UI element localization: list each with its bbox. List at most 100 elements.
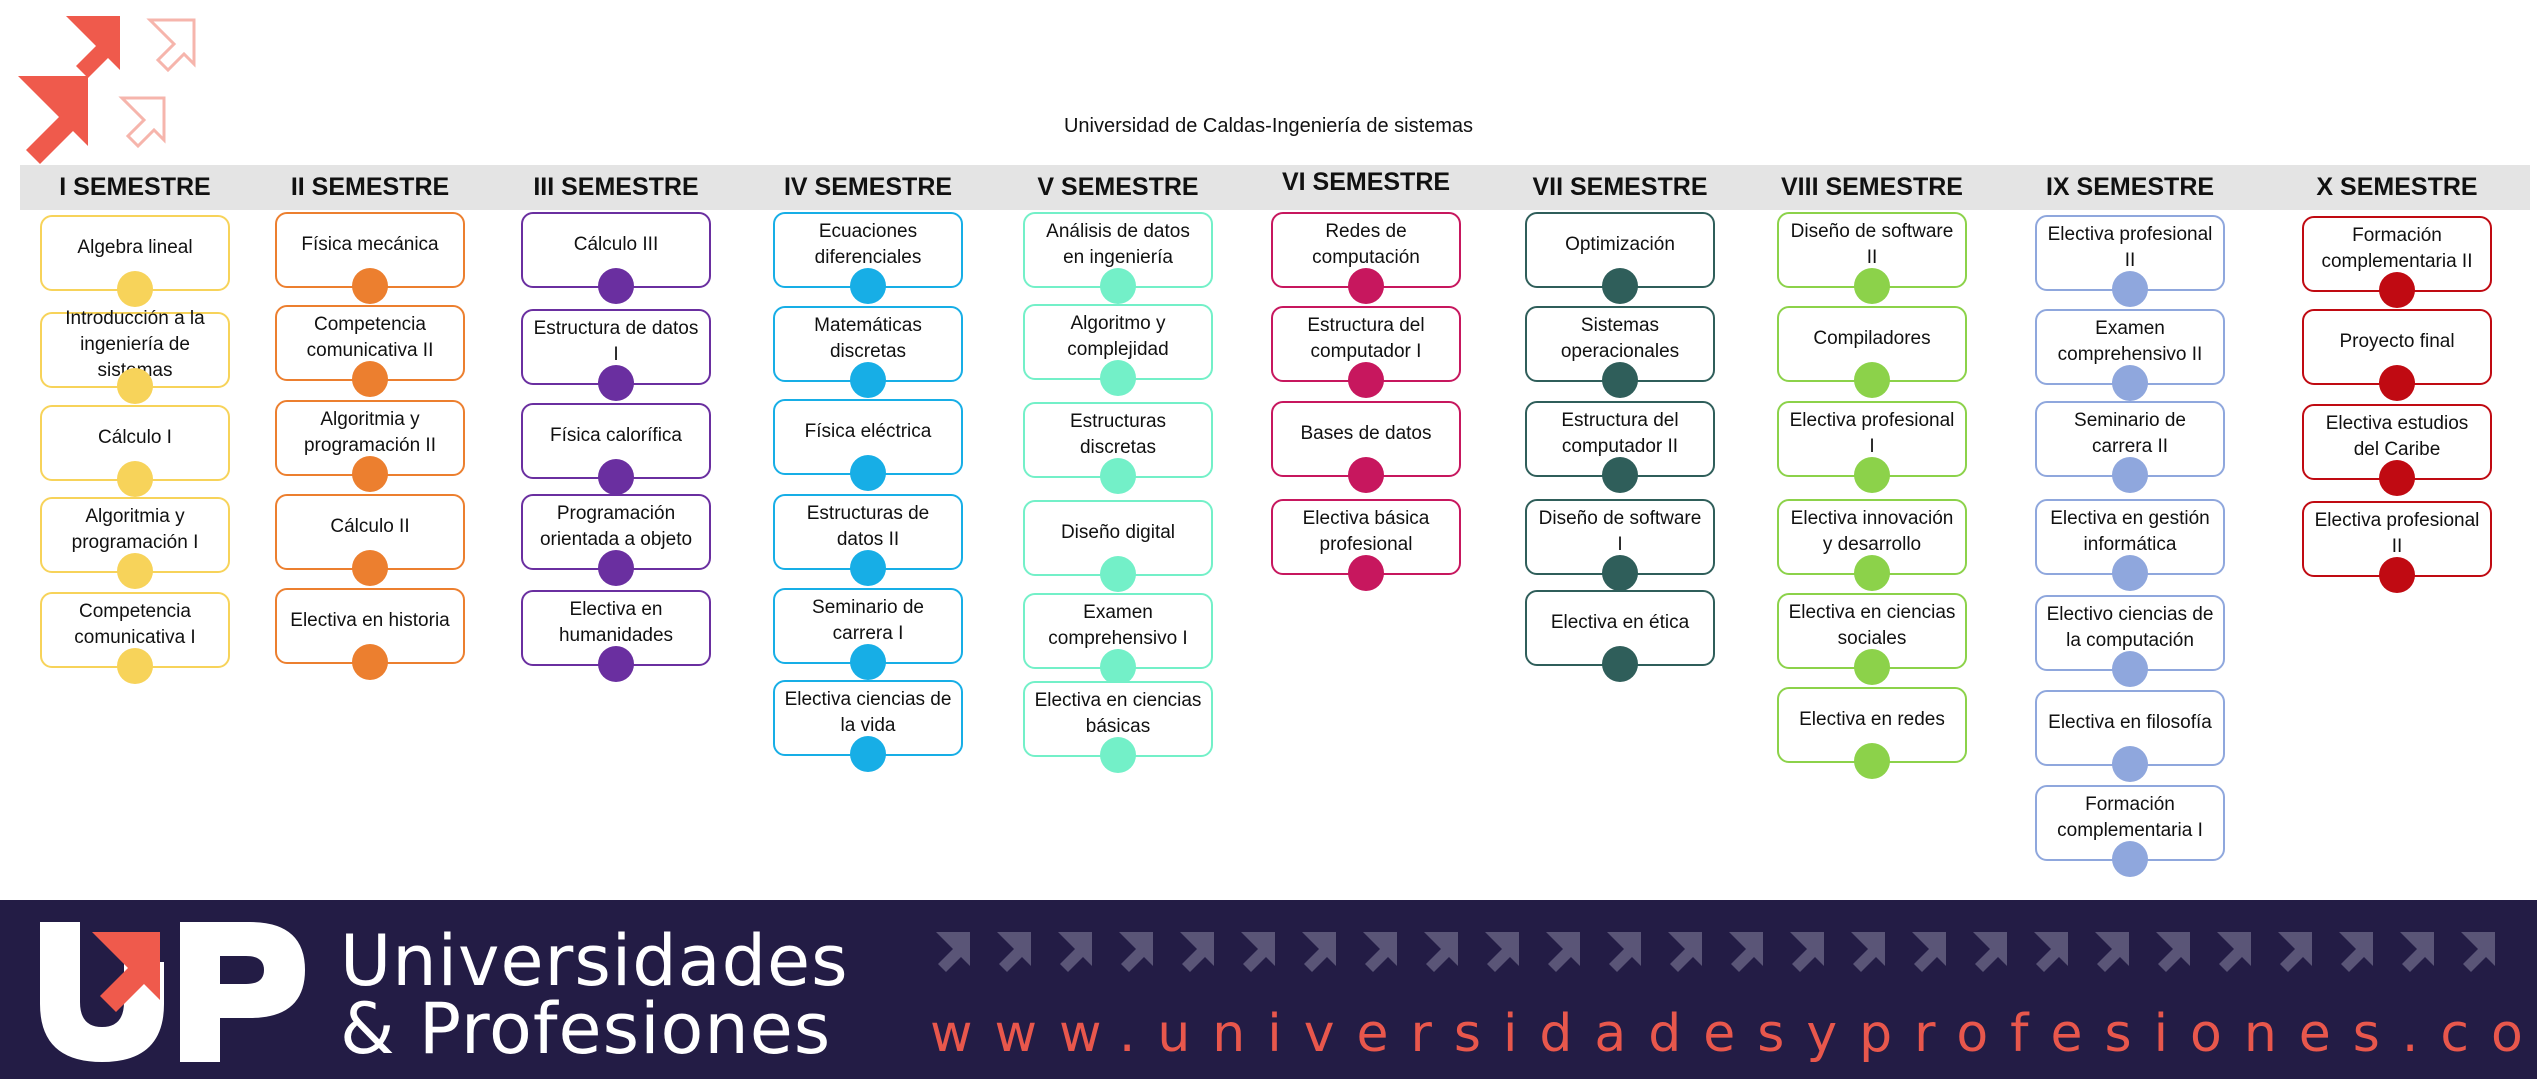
course-card[interactable]: Análisis de datos en ingeniería [1023,212,1213,304]
course-card[interactable]: Algoritmo y complejidad [1023,304,1213,396]
course-name: Estructura del computador I [1307,315,1425,362]
course-dot-icon [2112,555,2148,591]
course-card[interactable]: Electiva en historia [275,588,465,680]
course-card[interactable]: Matemáticas discretas [773,306,963,398]
course-card[interactable]: Formación complementaria I [2035,785,2225,877]
footer-arrow-icon [2034,932,2068,972]
semester-header-band [20,165,2530,210]
course-card[interactable]: Electiva en redes [1777,687,1967,779]
course-card[interactable]: Formación complementaria II [2302,216,2492,308]
course-dot-icon [2379,365,2415,401]
course-dot-icon [850,736,886,772]
course-card[interactable]: Examen comprehensivo II [2035,309,2225,401]
footer-arrow-icon [1546,932,1580,972]
course-card[interactable]: Electiva estudios del Caribe [2302,404,2492,496]
course-card[interactable]: Electiva en ciencias sociales [1777,593,1967,685]
semester-header-i: I SEMESTRE [59,173,211,201]
course-card[interactable]: Competencia comunicativa II [275,305,465,397]
website-url[interactable]: www.universidadesyprofesiones.com [930,1004,2537,1064]
course-card[interactable]: Electiva profesional II [2035,215,2225,307]
course-name: Estructura de datos I [533,318,699,365]
course-card[interactable]: Ecuaciones diferenciales [773,212,963,304]
course-name: Cálculo II [330,516,410,537]
course-name: Electiva en filosofía [2048,712,2212,733]
course-card[interactable]: Electivo ciencias de la computación [2035,595,2225,687]
course-name: Redes de computación [1312,221,1420,268]
brand-name-line2: & Profesiones [340,988,832,1070]
course-card[interactable]: Proyecto final [2302,309,2492,401]
course-card[interactable]: Electiva en gestión informática [2035,499,2225,591]
course-name: Diseño de software II [1790,221,1954,268]
course-card[interactable]: Electiva profesional II [2302,501,2492,593]
course-card[interactable]: Optimización [1525,212,1715,304]
course-card[interactable]: Sistemas operacionales [1525,306,1715,398]
course-card[interactable]: Compiladores [1777,306,1967,398]
course-card[interactable]: Cálculo I [40,405,230,497]
course-card[interactable]: Estructura del computador II [1525,401,1715,493]
course-card[interactable]: Competencia comunicativa I [40,592,230,684]
course-card[interactable]: Física eléctrica [773,399,963,491]
course-card[interactable]: Diseño digital [1023,500,1213,592]
course-card[interactable]: Electiva en ciencias básicas [1023,681,1213,773]
course-name: Proyecto final [2339,331,2455,352]
course-card[interactable]: Estructuras discretas [1023,402,1213,494]
footer-arrow-icon [1851,932,1885,972]
course-dot-icon [598,365,634,401]
course-card[interactable]: Algoritmia y programación I [40,497,230,589]
course-name: Algoritmia y programación I [71,506,199,553]
course-card[interactable]: Electiva ciencias de la vida [773,680,963,772]
course-name: Seminario de carrera I [812,597,924,644]
course-name: Programación orientada a objeto [539,503,693,550]
course-card[interactable]: Seminario de carrera II [2035,401,2225,493]
course-card[interactable]: Electiva innovación y desarrollo [1777,499,1967,591]
course-name: Estructuras discretas [1069,411,1167,458]
course-dot-icon [117,648,153,684]
course-card[interactable]: Física calorífica [521,403,711,495]
footer-arrow-icon [2095,932,2129,972]
course-card[interactable]: Algoritmia y programación II [275,400,465,492]
course-card[interactable]: Algebra lineal [40,215,230,307]
course-dot-icon [1602,457,1638,493]
course-name: Optimización [1565,234,1675,255]
course-card[interactable]: Electiva profesional I [1777,401,1967,493]
footer-arrow-icon [1302,932,1336,972]
course-name: Formación complementaria II [2321,225,2473,272]
course-card[interactable]: Diseño de software II [1777,212,1967,304]
course-card[interactable]: Electiva en ética [1525,590,1715,682]
course-card[interactable]: Seminario de carrera I [773,588,963,680]
footer-arrow-icon [1363,932,1397,972]
course-name: Electiva en gestión informática [2050,508,2210,555]
course-dot-icon [1100,458,1136,494]
semester-header-v: V SEMESTRE [1037,173,1199,201]
course-dot-icon [2112,651,2148,687]
course-card[interactable]: Redes de computación [1271,212,1461,304]
course-card[interactable]: Diseño de software I [1525,499,1715,591]
course-dot-icon [598,268,634,304]
course-name: Electiva profesional II [2314,510,2480,557]
course-card[interactable]: Electiva en filosofía [2035,690,2225,782]
course-card[interactable]: Electiva en humanidades [521,590,711,682]
course-dot-icon [117,271,153,307]
footer-arrow-icon [1607,932,1641,972]
course-dot-icon [2112,841,2148,877]
course-card[interactable]: Introducción a la ingeniería de sistemas [40,308,230,404]
course-card[interactable]: Estructura del computador I [1271,306,1461,398]
course-name: Algoritmo y complejidad [1067,313,1169,360]
course-card[interactable]: Estructuras de datos II [773,494,963,586]
course-card[interactable]: Bases de datos [1271,401,1461,493]
page-title: Universidad de Caldas-Ingeniería de sist… [1063,115,1474,137]
course-card[interactable]: Examen comprehensivo I [1023,593,1213,685]
course-card[interactable]: Programación orientada a objeto [521,494,711,586]
course-card[interactable]: Cálculo III [521,212,711,304]
course-dot-icon [352,268,388,304]
course-card[interactable]: Cálculo II [275,494,465,586]
course-card[interactable]: Electiva básica profesional [1271,499,1461,591]
course-dot-icon [352,456,388,492]
course-name: Compiladores [1813,328,1931,349]
course-name: Examen comprehensivo II [2057,318,2203,365]
course-card[interactable]: Estructura de datos I [521,309,711,401]
course-card[interactable]: Física mecánica [275,212,465,304]
course-dot-icon [1854,362,1890,398]
course-dot-icon [1854,555,1890,591]
course-name: Electiva profesional II [2047,224,2213,271]
